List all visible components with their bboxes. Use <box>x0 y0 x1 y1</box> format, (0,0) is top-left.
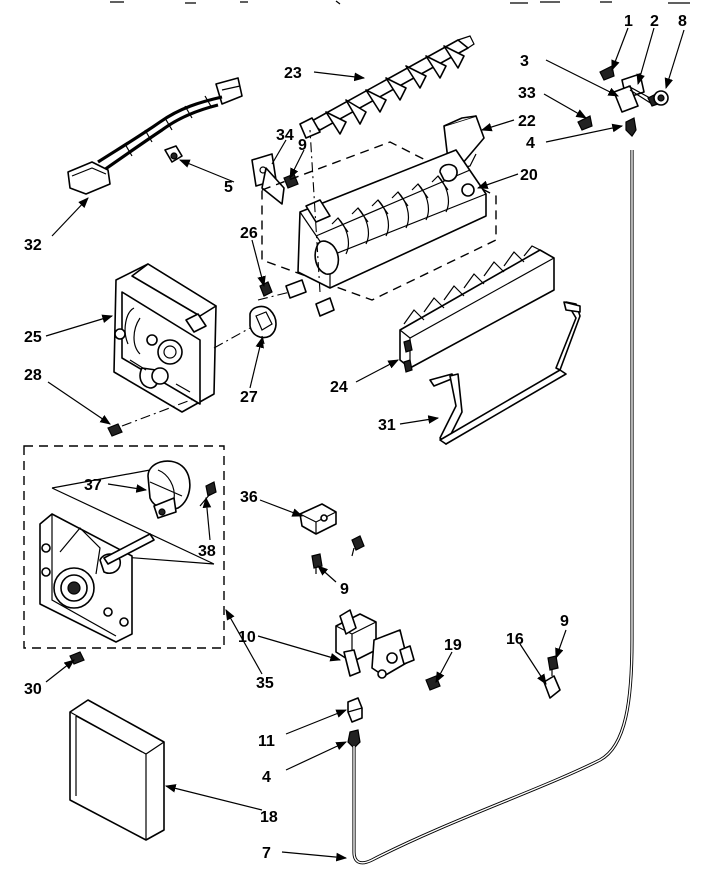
housing-screw <box>107 423 123 437</box>
leader-lines <box>45 27 685 862</box>
ice-mold <box>261 141 497 317</box>
callout-28: 28 <box>24 367 42 384</box>
callout-labels: 1 2 8 3 33 4 23 22 20 34 9 5 32 26 25 27… <box>24 13 687 862</box>
callout-8: 8 <box>678 13 687 30</box>
callout-32: 32 <box>24 237 42 254</box>
wire-harness <box>67 77 243 195</box>
water-tube <box>352 150 634 865</box>
fill-tube-fittings <box>577 65 669 131</box>
mounting-bracket <box>251 153 285 205</box>
callout-30: 30 <box>24 681 42 698</box>
callout-36: 36 <box>240 489 258 506</box>
ferrule-upper <box>625 117 637 137</box>
top-edge-fragments <box>110 0 690 5</box>
callout-37: 37 <box>84 477 102 494</box>
thermostat-screw <box>259 281 273 297</box>
callout-34: 34 <box>276 127 294 144</box>
callout-20: 20 <box>520 167 538 184</box>
tube-clamp <box>543 655 561 699</box>
motor-screw <box>199 481 217 507</box>
callout-38: 38 <box>198 543 216 560</box>
switch-bracket <box>299 503 337 535</box>
shutoff-arm <box>429 301 581 445</box>
callout-35: 35 <box>256 675 274 692</box>
callout-7: 7 <box>262 845 271 862</box>
control-housing <box>113 263 217 413</box>
callout-1: 1 <box>624 13 633 30</box>
front-cover <box>69 699 165 841</box>
thermostat <box>249 305 277 345</box>
callout-24: 24 <box>330 379 348 396</box>
ice-stripper <box>399 245 555 373</box>
alignment-lines <box>121 129 321 427</box>
callout-5: 5 <box>224 179 233 196</box>
callout-31: 31 <box>378 417 396 434</box>
callout-11: 11 <box>258 733 275 750</box>
callout-22: 22 <box>518 113 536 130</box>
callout-27: 27 <box>240 389 258 406</box>
callout-3: 3 <box>520 53 529 70</box>
callout-9-mid: 9 <box>340 581 349 598</box>
callout-9-right: 9 <box>560 613 569 630</box>
callout-16: 16 <box>506 631 524 648</box>
water-valve <box>335 609 415 679</box>
callout-33: 33 <box>518 85 536 102</box>
switch-screws <box>311 535 365 574</box>
callout-18: 18 <box>260 809 278 826</box>
drive-motor <box>147 460 191 519</box>
callout-9-top: 9 <box>298 137 307 154</box>
callout-4-bottom: 4 <box>262 769 271 786</box>
ferrule-lower <box>347 729 361 749</box>
callout-26: 26 <box>240 225 258 242</box>
ejector-blade <box>299 35 475 139</box>
harness-clip <box>164 145 183 163</box>
callout-23: 23 <box>284 65 302 82</box>
callout-10: 10 <box>238 629 256 646</box>
callout-4-top: 4 <box>526 135 535 152</box>
callout-19: 19 <box>444 637 462 654</box>
callout-25: 25 <box>24 329 42 346</box>
compression-nut <box>347 697 363 723</box>
mounting-plate <box>39 513 155 643</box>
callout-2: 2 <box>650 13 659 30</box>
